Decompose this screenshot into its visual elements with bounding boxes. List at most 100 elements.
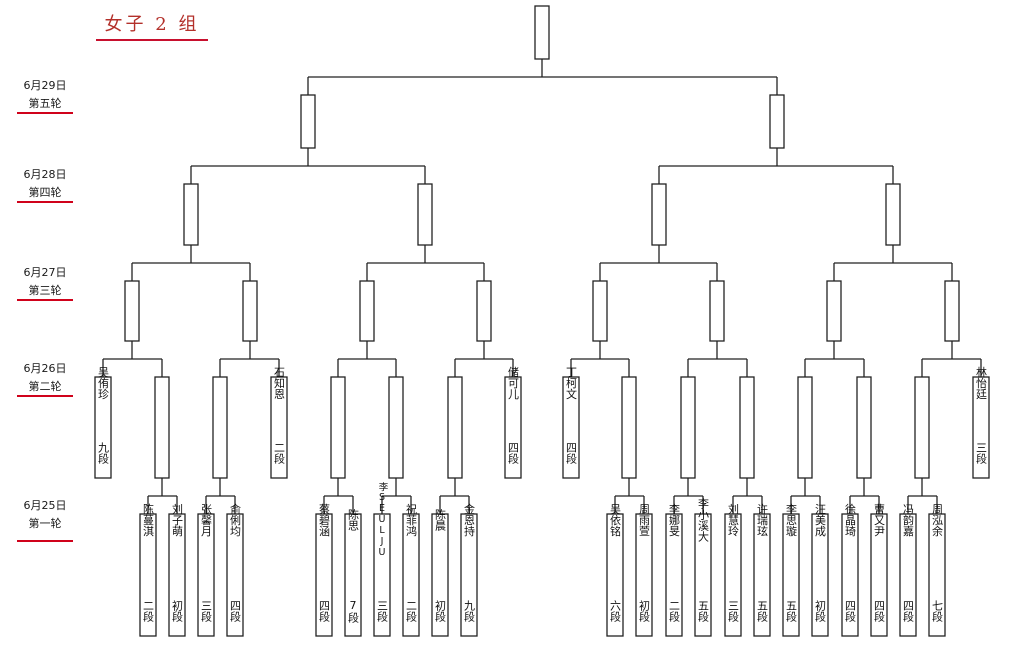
player-name: 周泓余 [931, 503, 944, 537]
player-rank: 初段 [171, 599, 184, 623]
player-name: 陈晨 [434, 508, 447, 532]
player-name: 石知恩 [273, 367, 286, 400]
round-name: 第五轮 [28, 97, 62, 110]
player-rank: 四段 [873, 600, 886, 623]
player-box [870, 513, 888, 637]
player-name: 储可儿 [507, 365, 520, 399]
player-name: 刘子萌 [171, 503, 184, 537]
round2-box [212, 376, 228, 479]
player-rank: 五段 [756, 600, 769, 623]
player-rank: 七段 [931, 600, 944, 623]
player-box [168, 513, 186, 637]
player-name: 俞俐均 [229, 502, 242, 537]
player-rank: 二段 [273, 442, 286, 465]
round-date: 6月26日 [23, 362, 67, 375]
player-box [724, 513, 742, 637]
player-box [94, 376, 112, 479]
player-rank: 四段 [318, 600, 331, 623]
player-box [197, 513, 215, 637]
player-box [928, 513, 946, 637]
player-rank: 三段 [975, 442, 988, 465]
round-underline [17, 395, 73, 397]
player-rank: 四段 [565, 442, 578, 465]
player-rank: 三段 [376, 600, 389, 623]
round2-box [856, 376, 872, 479]
round2-box [154, 376, 170, 479]
player-rank: 初段 [814, 599, 827, 623]
round4-box [651, 183, 667, 246]
player-box [899, 513, 917, 637]
player-box [606, 513, 624, 637]
player-box [635, 513, 653, 637]
player-rank: 四段 [229, 600, 242, 623]
player-box [431, 513, 449, 637]
player-name: 丁柯文 [565, 367, 578, 400]
round-date: 6月27日 [23, 266, 67, 279]
player-name: 周雨萱 [638, 503, 651, 536]
player-name: 吴依铭 [609, 503, 622, 537]
round2-box [447, 376, 463, 479]
round-label-4: 6月28日 第四轮 [10, 168, 80, 200]
round3-box [826, 280, 842, 342]
player-name: 冯韵嘉 [902, 503, 915, 537]
player-name: 吴侑珍 [97, 366, 110, 400]
player-box [402, 513, 420, 637]
round4-box [417, 183, 433, 246]
round-date: 6月25日 [23, 499, 67, 512]
player-name: 曹又尹 [873, 503, 886, 537]
player-rank: 五段 [785, 600, 798, 623]
player-rank: 三段 [727, 600, 740, 623]
round3-box [124, 280, 140, 342]
player-name: 蔡碧涵 [318, 503, 331, 537]
player-box [972, 376, 990, 479]
player-name: 李思璇 [785, 502, 798, 537]
player-name: 祝菲鸿 [405, 502, 418, 537]
round4-box [183, 183, 199, 246]
player-rank: 九段 [463, 600, 476, 623]
round2-box [739, 376, 755, 479]
round3-box [242, 280, 258, 342]
round2-box [388, 376, 404, 479]
player-rank: 初段 [434, 599, 447, 623]
round2-box [330, 376, 346, 479]
round2-box [797, 376, 813, 479]
final-box [534, 5, 550, 60]
player-rank: 三段 [200, 600, 213, 623]
group-title: 女子 2 组 [104, 14, 200, 35]
round-name: 第一轮 [28, 517, 62, 530]
player-box [226, 513, 244, 637]
player-box [373, 513, 391, 637]
player-name: 许瑞玹 [756, 503, 769, 536]
player-name: 陈思 [347, 508, 360, 531]
player-box [504, 376, 522, 479]
round-underline [17, 299, 73, 301]
player-name: 徐晶琦 [844, 502, 857, 536]
player-box [460, 513, 478, 637]
round-underline [17, 112, 73, 114]
round-name: 第四轮 [28, 186, 62, 199]
player-rank: 初段 [638, 599, 651, 623]
player-rank: 六段 [609, 600, 622, 623]
player-rank: 二段 [142, 600, 155, 623]
player-box [753, 513, 771, 637]
round2-box [680, 376, 696, 479]
round2-box [914, 376, 930, 479]
player-box [694, 513, 712, 637]
player-box [139, 513, 157, 637]
round-underline [17, 540, 73, 542]
round-label-1: 6月25日 第一轮 [10, 499, 80, 531]
round-name: 第三轮 [28, 284, 62, 297]
player-box [315, 513, 333, 637]
player-name: 李小溪大 [697, 497, 710, 542]
player-rank: 五段 [697, 600, 710, 623]
round4-box [885, 183, 901, 246]
round-label-3: 6月27日 第三轮 [10, 266, 80, 298]
player-name: 金恩持 [463, 502, 476, 537]
player-name: 刘慧玲 [727, 503, 740, 537]
player-name: 张馨月 [200, 503, 213, 536]
player-rank: 四段 [902, 600, 915, 623]
round-underline [17, 201, 73, 203]
round3-box [709, 280, 725, 342]
player-name: 李娜旻 [668, 502, 681, 537]
